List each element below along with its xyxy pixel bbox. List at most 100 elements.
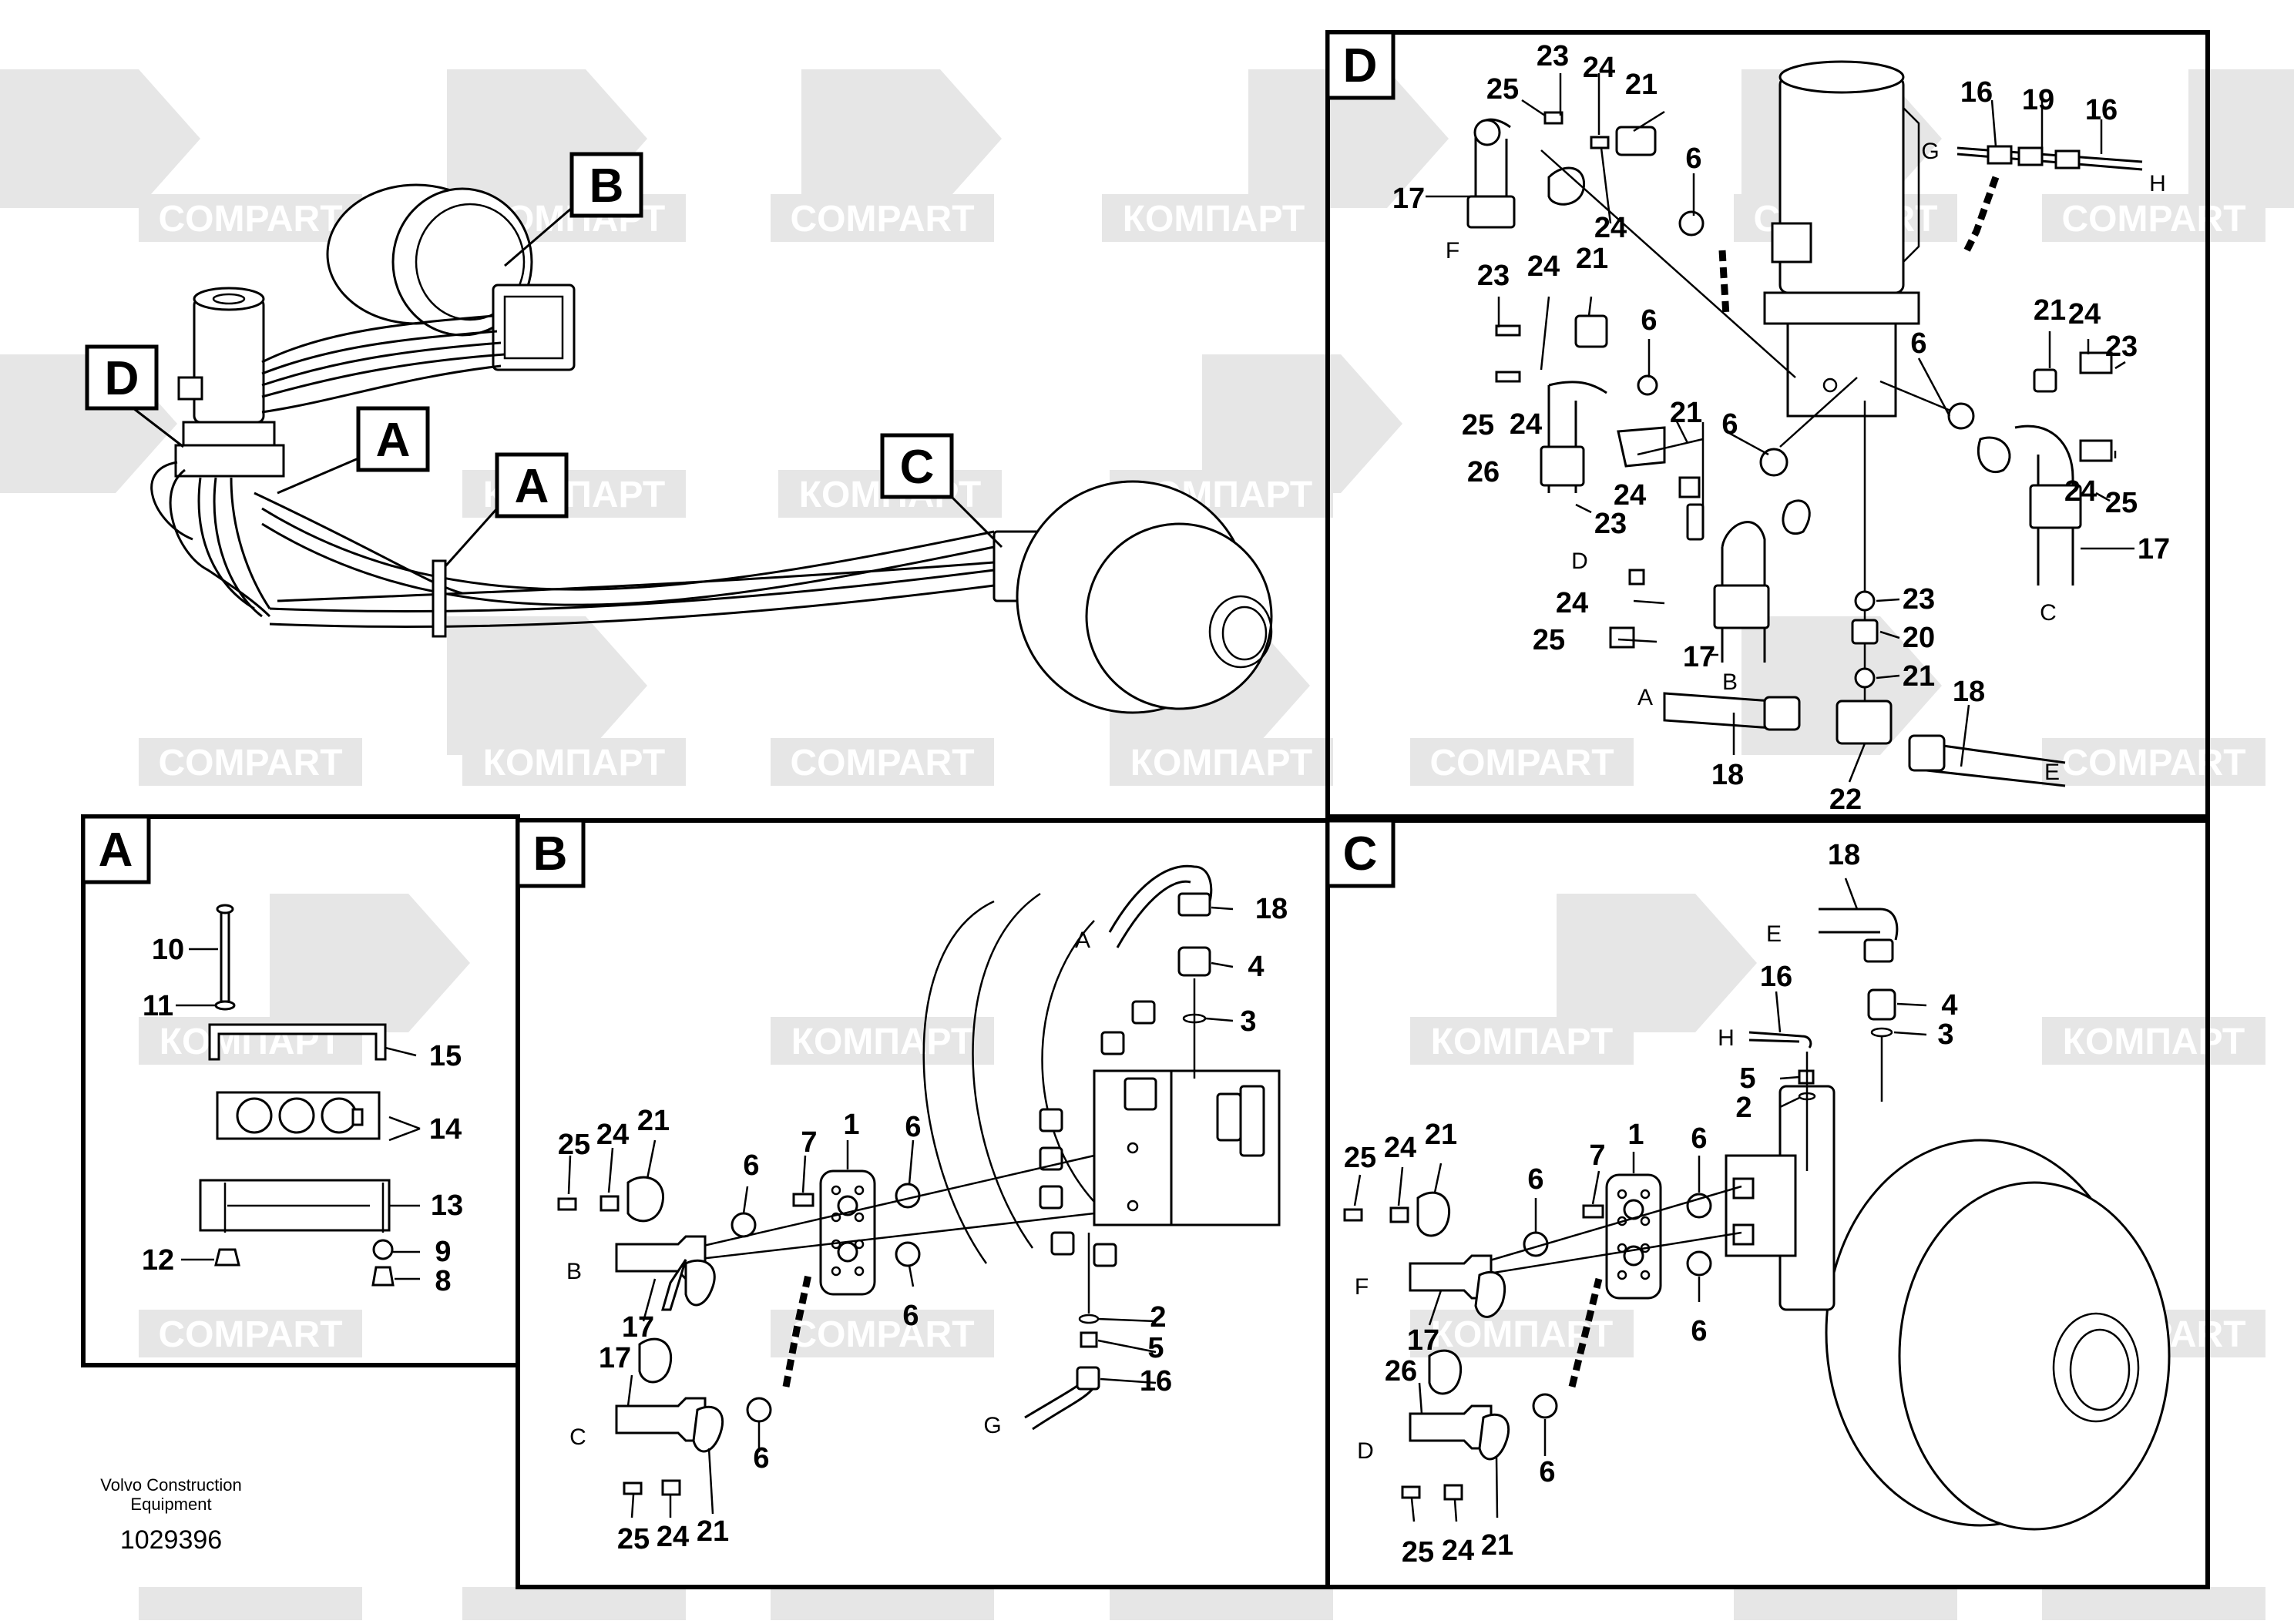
part-number-label: 7 xyxy=(801,1126,817,1159)
watermark-text: КОМПАРТ xyxy=(483,743,665,783)
swivel-motor xyxy=(174,287,285,478)
panel-tag-label: D xyxy=(1343,39,1378,92)
watermark-text: КОМПАРТ xyxy=(1130,743,1312,783)
part-number-label: 6 xyxy=(1527,1163,1543,1196)
panel-c: C xyxy=(1325,818,2171,1569)
figure-number: 1029396 xyxy=(120,1525,222,1555)
connection-letter-label: H xyxy=(2149,171,2166,196)
part-number-label: 3 xyxy=(1240,1005,1256,1038)
watermark-text: COMPART xyxy=(1429,743,1614,783)
watermark-text: COMPART xyxy=(2061,743,2245,783)
connection-letter-label: F xyxy=(1446,238,1459,263)
part-number-label: 25 xyxy=(1344,1142,1376,1174)
watermark-text: КОМПАРТ xyxy=(1431,1022,1613,1062)
part-number-label: 8 xyxy=(435,1265,451,1297)
watermark-text: КОМПАРТ xyxy=(1123,199,1305,240)
part-number-label: 1 xyxy=(843,1109,859,1141)
detail-callout-label: C xyxy=(900,441,935,494)
watermark-text: COMPART xyxy=(158,743,342,783)
part-number-label: 24 xyxy=(1510,408,1542,441)
part-number-label: 25 xyxy=(558,1129,590,1161)
detail-callout-label: A xyxy=(376,414,411,467)
connection-letter-label: H xyxy=(1718,1025,1735,1051)
part-number-label: 23 xyxy=(1477,260,1510,292)
part-number-label: 16 xyxy=(1960,76,1993,109)
connection-letter-label: C xyxy=(569,1424,586,1450)
part-number-label: 24 xyxy=(657,1521,689,1553)
part-number-label: 21 xyxy=(1625,69,1658,101)
part-number-label: 24 xyxy=(1594,212,1627,244)
part-number-label: 4 xyxy=(1941,989,1957,1022)
part-number-label: 1 xyxy=(1627,1119,1644,1151)
part-number-label: 6 xyxy=(902,1300,919,1332)
panel-c-frame xyxy=(1325,818,2210,1589)
part-number-label: 6 xyxy=(1641,304,1657,337)
company-line-2: Equipment xyxy=(130,1495,211,1514)
part-number-label: 16 xyxy=(1760,961,1792,993)
company-line-1: Volvo Construction xyxy=(100,1475,241,1495)
watermark-text: КОМПАРТ xyxy=(791,1022,973,1062)
part-number-label: 21 xyxy=(697,1515,729,1548)
part-number-label: 6 xyxy=(1721,408,1738,441)
part-number-label: 25 xyxy=(1402,1536,1434,1569)
detail-callout-label: A xyxy=(515,460,549,513)
footer-info: Volvo Construction Equipment 1029396 xyxy=(100,1475,241,1555)
connection-letter-label: A xyxy=(1075,928,1090,953)
part-number-label: 2 xyxy=(1735,1092,1752,1124)
connection-letter-label: E xyxy=(1766,921,1782,947)
part-number-label: 19 xyxy=(2022,84,2054,116)
part-number-label: 24 xyxy=(1442,1535,1474,1567)
panel-a: A 10 11 15 14 13 12 9 8 xyxy=(81,814,463,1297)
detail-callout-label: D xyxy=(105,352,139,405)
panel-d: D xyxy=(1325,30,2170,816)
part-number-label: 6 xyxy=(1539,1456,1555,1488)
part-number-label: 6 xyxy=(753,1442,769,1475)
part-number-label: 18 xyxy=(1711,759,1744,791)
part-number-label: 24 xyxy=(1614,479,1646,512)
watermark-text: COMPART xyxy=(790,1314,974,1355)
part-number-label: 22 xyxy=(1829,783,1862,816)
part-number-label: 6 xyxy=(1685,143,1701,175)
connection-letter-label: G xyxy=(1921,139,1939,164)
part-number-label: 21 xyxy=(1425,1119,1457,1151)
panel-d-frame xyxy=(1325,30,2210,819)
part-number-label: 25 xyxy=(2105,487,2138,519)
watermark-layer: COMPART КОМПАРТ COMPART КОМПАРТ COMPART … xyxy=(0,69,2294,1620)
panel-tag-label: A xyxy=(99,824,133,877)
part-number-label: 6 xyxy=(1910,327,1926,360)
part-number-label: 17 xyxy=(2138,533,2170,565)
part-number-label: 24 xyxy=(1556,587,1588,619)
watermark-text: COMPART xyxy=(158,1314,342,1355)
part-number-label: 21 xyxy=(1670,397,1702,429)
part-number-label: 25 xyxy=(1486,73,1519,106)
part-number-label: 6 xyxy=(743,1149,759,1182)
part-number-label: 24 xyxy=(1583,52,1615,84)
connection-letter-label: E xyxy=(2044,760,2060,785)
part-number-label: 24 xyxy=(2068,298,2101,331)
part-number-label: 25 xyxy=(617,1523,650,1555)
part-number-label: 14 xyxy=(429,1113,462,1146)
connection-letter-label: B xyxy=(1722,669,1738,695)
part-number-label: 11 xyxy=(143,990,173,1022)
connection-letter-label: C xyxy=(2040,600,2057,626)
part-number-label: 6 xyxy=(1691,1315,1707,1347)
part-number-label: 13 xyxy=(431,1189,463,1222)
part-number-label: 26 xyxy=(1467,456,1500,488)
part-number-label: 6 xyxy=(1691,1122,1707,1155)
connection-letter-label: D xyxy=(1571,549,1588,574)
part-number-label: 21 xyxy=(1481,1529,1513,1562)
watermark-text: COMPART xyxy=(158,199,342,240)
part-number-label: 17 xyxy=(1392,183,1425,215)
part-number-label: 9 xyxy=(435,1236,451,1268)
connection-letter-label: A xyxy=(1637,685,1653,710)
part-number-label: 24 xyxy=(1384,1132,1416,1164)
part-number-label: 17 xyxy=(1683,641,1715,673)
panel-tag-label: C xyxy=(1343,827,1378,881)
part-number-label: 17 xyxy=(599,1342,631,1374)
part-number-label: 5 xyxy=(1147,1332,1164,1364)
part-number-label: 18 xyxy=(1255,893,1288,925)
connection-letter-label: B xyxy=(566,1259,582,1284)
part-number-label: 21 xyxy=(1903,660,1935,693)
